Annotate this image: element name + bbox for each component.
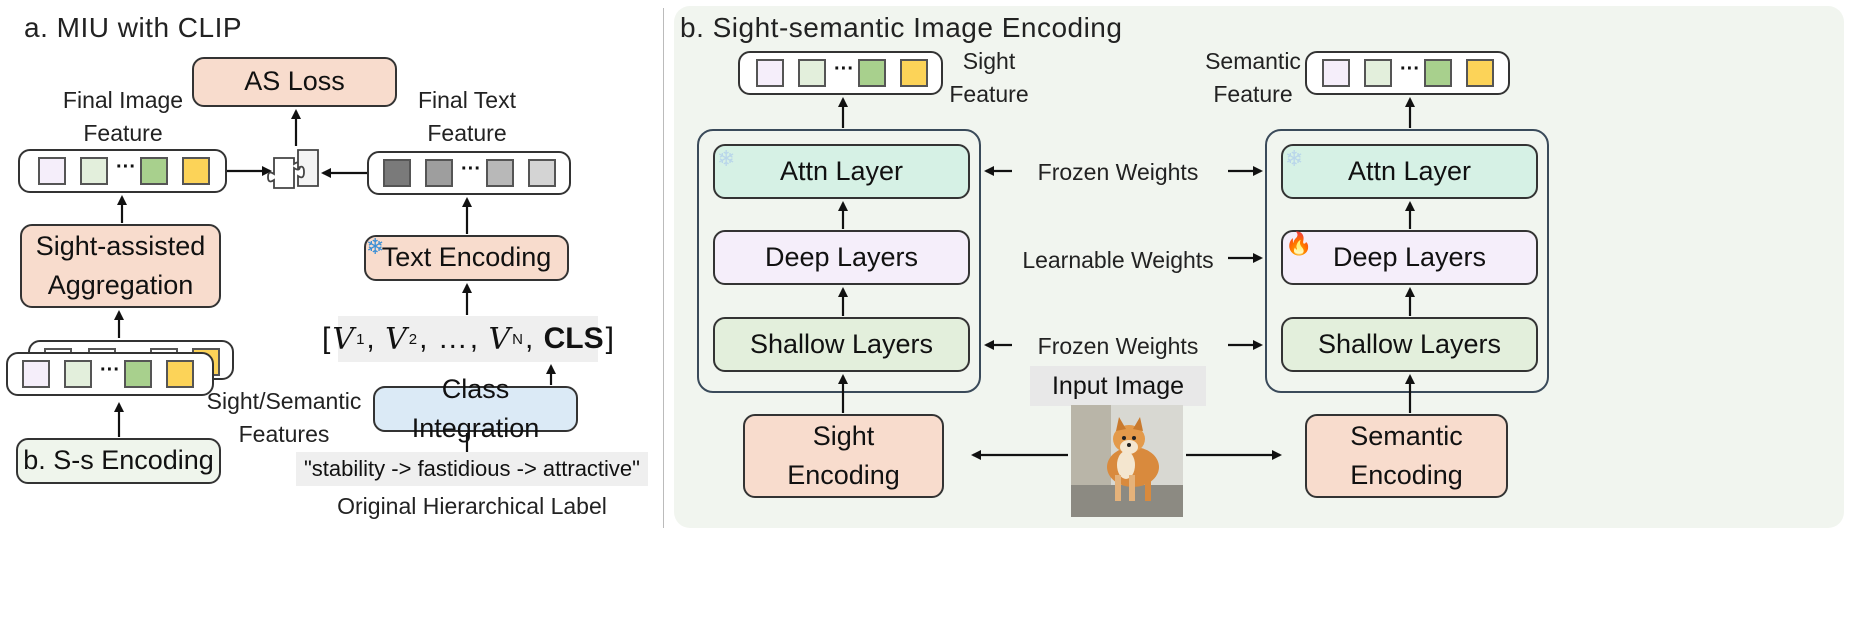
ellipsis: ··· <box>834 58 854 80</box>
sight-deep-layers: Deep Layers <box>713 230 970 285</box>
feature-cell <box>140 157 168 185</box>
token-comma: , <box>469 322 487 355</box>
token-comma: , <box>524 322 542 355</box>
sight-encoding-box: Sight Encoding <box>743 414 944 498</box>
semantic-attn-layer: Attn Layer <box>1281 144 1538 199</box>
ellipsis: ··· <box>116 156 136 178</box>
token-comma: , <box>366 322 384 355</box>
learnable-weights-label: Learnable Weights <box>1022 247 1214 273</box>
semantic-feature-label: Semantic Feature <box>1205 48 1301 108</box>
token-close-bracket: ] <box>605 322 614 355</box>
feature-cell <box>1364 59 1392 87</box>
feature-cell <box>64 360 92 388</box>
sight-semantic-features-label: Sight/Semantic Features <box>206 388 362 448</box>
semantic-deep-layers: Deep Layers <box>1281 230 1538 285</box>
text-encoding-box: Text Encoding <box>364 235 569 281</box>
semantic-encoder-container <box>1265 129 1549 393</box>
sight-attn-layer: Attn Layer <box>713 144 970 199</box>
snowflake-icon: ❄ <box>717 146 736 171</box>
snowflake-icon: ❄ <box>366 234 385 259</box>
feature-cell <box>38 157 66 185</box>
feature-cell <box>1466 59 1494 87</box>
sight-shallow-layers: Shallow Layers <box>713 317 970 372</box>
sight-encoder-container <box>697 129 981 393</box>
final-text-feature-label: Final Text Feature <box>417 87 516 147</box>
feature-cell <box>383 159 411 187</box>
sight-feature-label: Sight Feature <box>949 48 1029 108</box>
feature-cell <box>486 159 514 187</box>
token-comma: , <box>419 322 436 355</box>
input-image-label: Input Image <box>1030 366 1206 406</box>
feature-cell <box>22 360 50 388</box>
panel-divider <box>663 8 664 528</box>
ellipsis: ··· <box>100 359 120 381</box>
dog-photo <box>1071 405 1183 517</box>
feature-cell <box>80 157 108 185</box>
feature-cell <box>900 59 928 87</box>
ellipsis: ··· <box>1400 58 1420 80</box>
token-v2-sub: 2 <box>408 330 418 348</box>
token-v1-sub: 1 <box>356 330 365 348</box>
hierarchical-label-caption: Original Hierarchical Label <box>337 493 607 519</box>
feature-cell <box>1322 59 1350 87</box>
frozen-weights-bottom-label: Frozen Weights <box>1037 333 1199 359</box>
feature-cell <box>425 159 453 187</box>
class-integration-box: Class Integration <box>373 374 578 443</box>
hierarchical-label-value: "stability -> fastidious -> attractive" <box>296 452 648 486</box>
puzzle-icon <box>267 149 319 189</box>
feature-cell <box>1424 59 1452 87</box>
semantic-shallow-layers: Shallow Layers <box>1281 317 1538 372</box>
frozen-weights-top-label: Frozen Weights <box>1037 159 1199 185</box>
token-vn: V <box>488 321 511 357</box>
as-loss-box: AS Loss <box>192 57 397 107</box>
feature-cell <box>528 159 556 187</box>
ss-encoding-box: b. S-s Encoding <box>16 438 221 484</box>
token-cls: CLS <box>543 322 604 355</box>
fire-icon: 🔥 <box>1285 231 1313 256</box>
final-image-feature-label: Final Image Feature <box>62 87 184 147</box>
ellipsis: ··· <box>461 158 481 180</box>
panel-a-title: a. MIU with CLIP <box>24 12 243 43</box>
feature-cell <box>182 157 210 185</box>
panel-b-title: b. Sight-semantic Image Encoding <box>680 12 1123 43</box>
feature-cell <box>166 360 194 388</box>
snowflake-icon: ❄ <box>1285 146 1304 171</box>
semantic-encoding-box: Semantic Encoding <box>1305 414 1508 498</box>
token-vn-sub: N <box>512 330 523 348</box>
feature-cell <box>798 59 826 87</box>
token-open-bracket: [ <box>322 322 331 355</box>
sight-assisted-aggregation-box: Sight-assisted Aggregation <box>20 224 221 308</box>
feature-cell <box>124 360 152 388</box>
token-ellipsis: … <box>437 322 468 355</box>
feature-cell <box>756 59 784 87</box>
token-v2: V <box>385 321 407 357</box>
feature-cell <box>858 59 886 87</box>
token-v1: V <box>332 321 355 357</box>
